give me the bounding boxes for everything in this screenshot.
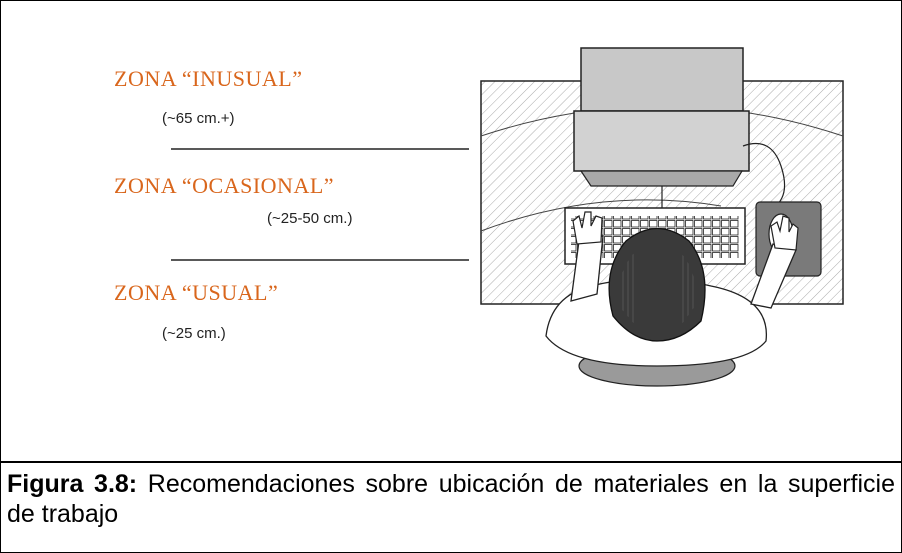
zone-ocasional-title: ZONA “OCASIONAL” <box>114 173 335 198</box>
workstation-illustration <box>480 47 844 387</box>
zone-ocasional-distance: (~25-50 cm.) <box>267 210 353 227</box>
zone-usual-title: ZONA “USUAL” <box>114 280 279 305</box>
figure-caption: Figura 3.8: Recomendaciones sobre ubicac… <box>7 469 895 529</box>
person <box>545 211 799 367</box>
zone-inusual-distance: (~65 cm.+) <box>162 110 235 127</box>
caption-text: Recomendaciones sobre ubicación de mater… <box>7 470 896 528</box>
mouse-cable <box>742 142 786 209</box>
figure-area: ZONA “INUSUAL” (~65 cm.+) ZONA “OCASIONA… <box>1 1 901 463</box>
zone-usual-distance: (~25 cm.) <box>162 325 226 342</box>
zone-dividers <box>171 148 469 261</box>
monitor <box>573 47 750 209</box>
caption-label: Figura 3.8: <box>7 470 138 498</box>
zone-inusual-title: ZONA “INUSUAL” <box>114 66 303 91</box>
